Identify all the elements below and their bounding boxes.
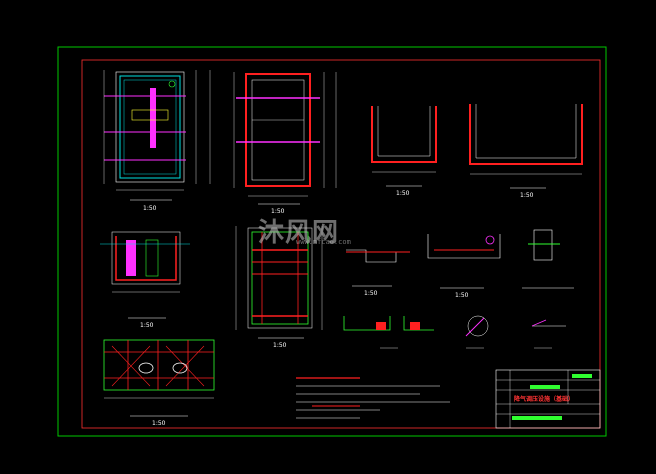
- section-u-1: [371, 106, 437, 187]
- foundation-plan: [103, 339, 215, 417]
- scale-label-detail-1: 1:50: [364, 290, 378, 297]
- plan-view-1: [103, 70, 211, 201]
- notes-block: [296, 377, 450, 419]
- scale-label-section-u-1: 1:50: [396, 190, 410, 197]
- watermark-logo: 沐风网: [258, 218, 340, 248]
- section-1-1: [100, 231, 190, 319]
- section-2-2: [235, 226, 323, 339]
- scale-label-detail-2: 1:50: [455, 292, 469, 299]
- inner-frame: [81, 59, 601, 429]
- title-block-title: 降气调压设施（基础）: [514, 396, 575, 403]
- scale-label-section-1-1: 1:50: [140, 322, 154, 329]
- outer-border: [57, 46, 607, 437]
- scale-label-section-u-2: 1:50: [520, 192, 534, 199]
- scale-label-plan-2: 1:50: [271, 208, 285, 215]
- scale-label-foundation: 1:50: [152, 420, 166, 427]
- section-u-2: [469, 104, 583, 189]
- detail-group: [343, 229, 574, 349]
- watermark-url: www.mfcad.com: [296, 238, 351, 246]
- scale-label-section-2-2: 1:50: [273, 342, 287, 349]
- scale-label-plan-1: 1:50: [143, 205, 157, 212]
- title-block: [495, 369, 601, 429]
- plan-view-2: [233, 72, 337, 205]
